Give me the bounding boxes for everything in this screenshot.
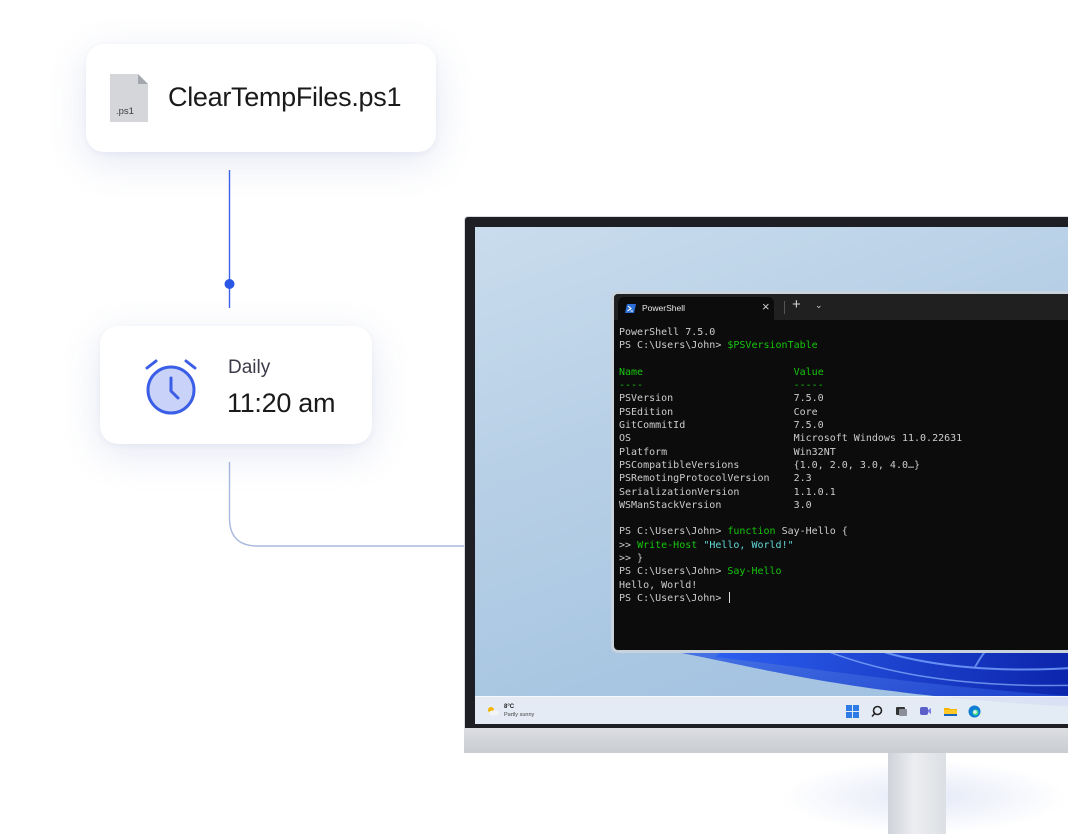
search-icon[interactable] [871,705,884,718]
terminal-text: PSRemotingProtocolVersion 2.3 [619,473,812,485]
alarm-clock-icon [145,359,197,415]
terminal-text: PSVersion 7.5.0 [619,393,824,405]
terminal-line: >> } [619,552,1068,565]
terminal-text: SerializationVersion 1.1.0.1 [619,486,836,498]
terminal-text: PS C:\Users\John> [619,566,728,578]
terminal-text: Say-Hello { [775,526,848,538]
edge-browser-icon[interactable] [968,705,981,718]
terminal-line: Name Value [619,366,1068,379]
terminal-line: ---- ----- [619,379,1068,392]
close-tab-icon[interactable]: × [762,299,770,314]
tab-powershell[interactable]: PowerShell × [618,297,774,320]
file-name: ClearTempFiles.ps1 [168,82,402,112]
terminal-text: PSCompatibleVersions {1.0, 2.0, 3.0, 4.0… [619,459,921,471]
terminal-text: WSManStackVersion 3.0 [619,499,812,511]
terminal-line: PSEdition Core [619,406,1068,419]
terminal-text: ---- [619,380,794,392]
terminal-text: >> } [619,553,644,565]
weather-partly-sunny-icon[interactable] [487,706,499,716]
text-cursor [729,591,731,603]
tab-label: PowerShell [642,303,685,313]
powershell-icon [625,304,636,313]
terminal-text: PowerShell 7.5.0 [619,327,716,338]
terminal-line: Platform Win32NT [619,446,1068,459]
terminal-line: GitCommitId 7.5.0 [619,419,1068,432]
terminal-text: function [727,526,776,538]
terminal-line: OS Microsoft Windows 11.0.22631 [619,432,1068,445]
terminal-text: Value [793,366,824,378]
schedule-frequency: Daily [228,357,271,378]
weather-temperature[interactable]: 8°C [504,704,515,710]
terminal-text: Write-Host [637,539,698,551]
task-view-icon[interactable] [895,705,908,718]
terminal-text: PS C:\Users\John> [619,526,728,538]
terminal-text: Platform Win32NT [619,446,836,458]
monitor-chin [464,728,1068,753]
schedule-card[interactable]: Daily 11:20 am [100,326,372,444]
terminal-line [619,512,1068,525]
terminal-line: Hello, World! [619,579,1068,592]
terminal-line: SerializationVersion 1.1.0.1 [619,486,1068,499]
chat-icon[interactable] [919,705,932,718]
file-explorer-icon[interactable] [944,705,957,718]
terminal-line: PS C:\Users\John> function Say-Hello { [619,525,1068,538]
file-icon: .ps1 [110,74,148,122]
terminal-line: WSManStackVersion 3.0 [619,499,1068,512]
connector-dot [224,279,235,289]
terminal-text: Name [619,366,794,378]
terminal-text: OS Microsoft Windows 11.0.22631 [619,433,963,445]
terminal-text: Say-Hello [727,566,782,578]
terminal-text: GitCommitId 7.5.0 [619,420,824,432]
new-tab-icon[interactable]: + [792,296,801,313]
terminal-line: PSVersion 7.5.0 [619,392,1068,405]
file-extension-label: .ps1 [116,106,134,117]
terminal-text: PS C:\Users\John> [619,592,728,604]
terminal-line: PSCompatibleVersions {1.0, 2.0, 3.0, 4.0… [619,459,1068,472]
terminal-line: PS C:\Users\John> $PSVersionTable [619,339,1068,352]
terminal-line: PSRemotingProtocolVersion 2.3 [619,472,1068,485]
schedule-time: 11:20 am [227,388,336,418]
terminal-line [619,353,1068,366]
tab-separator [784,301,785,314]
taskbar: 8°C Partly sunny [475,696,1068,724]
terminal-text: "Hello, World!" [703,539,794,551]
script-file-card[interactable]: .ps1 ClearTempFiles.ps1 [86,44,436,152]
terminal-text: Hello, World! [619,579,698,591]
terminal-text: PSEdition Core [619,406,818,418]
terminal-titlebar: PowerShell × + ⌄ [614,294,1068,320]
terminal-line: PS C:\Users\John> Say-Hello [619,565,1068,578]
monitor-stand [888,750,946,834]
terminal-line: >> Write-Host "Hello, World!" [619,539,1068,552]
terminal-text: PS C:\Users\John> [619,340,728,352]
windows-start-icon[interactable] [846,705,859,718]
terminal-line: PowerShell 7.5.0 [619,326,1068,339]
connector-line-schedule-to-monitor [228,462,466,547]
weather-description[interactable]: Partly sunny [504,712,535,718]
terminal-text: >> [619,539,638,551]
terminal-text: $PSVersionTable [727,340,818,352]
chevron-down-icon[interactable]: ⌄ [815,300,823,310]
terminal-line: PS C:\Users\John> [619,591,1068,605]
terminal-text: ----- [793,380,824,392]
